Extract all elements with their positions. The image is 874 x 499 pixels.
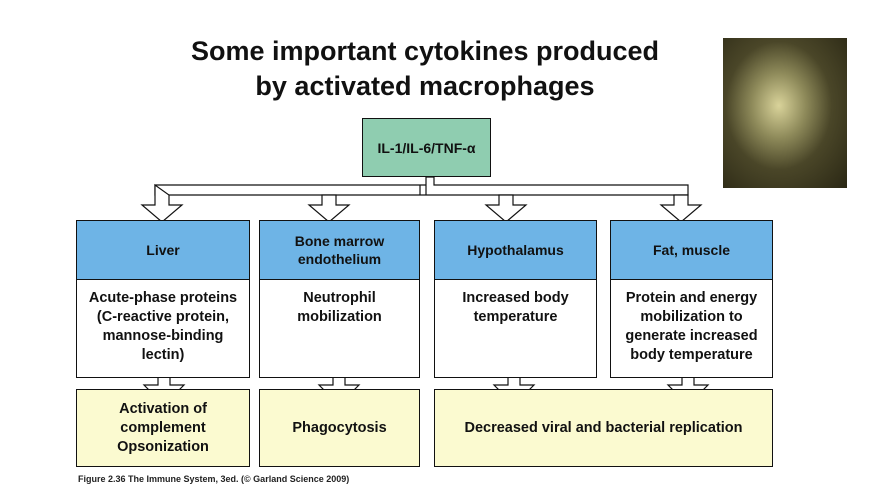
slide-title: Some important cytokines produced by act… — [150, 34, 700, 104]
target-fat-muscle: Fat, muscle — [610, 220, 773, 280]
target-hypothalamus: Hypothalamus — [434, 220, 597, 280]
outcome-complement-line-1: Activation of — [119, 400, 207, 417]
arrow-to-fat-muscle — [659, 194, 703, 223]
outcome-phagocytosis: Phagocytosis — [259, 389, 420, 467]
macrophage-photo — [723, 38, 847, 188]
outcome-decreased-replication: Decreased viral and bacterial replicatio… — [434, 389, 773, 467]
outcome-complement: Activation of complement Opsonization — [76, 389, 250, 467]
cytokine-box: IL-1/IL-6/TNF-α — [362, 118, 491, 177]
title-line-1: Some important cytokines produced — [190, 36, 660, 66]
arrow-to-bone-marrow — [307, 194, 351, 223]
target-bone-marrow: Bone marrow endothelium — [259, 220, 420, 280]
target-liver: Liver — [76, 220, 250, 280]
title-line-2: by activated macrophages — [255, 71, 595, 101]
effect-liver: Acute-phase proteins (C-reactive protein… — [76, 279, 250, 378]
effect-fat-muscle: Protein and energy mobilization to gener… — [610, 279, 773, 378]
arrow-to-liver — [140, 183, 184, 223]
outcome-complement-line-3: Opsonization — [117, 438, 209, 455]
outcome-complement-line-2: complement — [120, 419, 206, 436]
distribution-bar — [154, 176, 689, 196]
effect-hypothalamus: Increased body temperature — [434, 279, 597, 378]
figure-caption: Figure 2.36 The Immune System, 3ed. (© G… — [78, 474, 350, 484]
effect-bone-marrow: Neutrophil mobilization — [259, 279, 420, 378]
arrow-to-hypothalamus — [484, 194, 528, 223]
